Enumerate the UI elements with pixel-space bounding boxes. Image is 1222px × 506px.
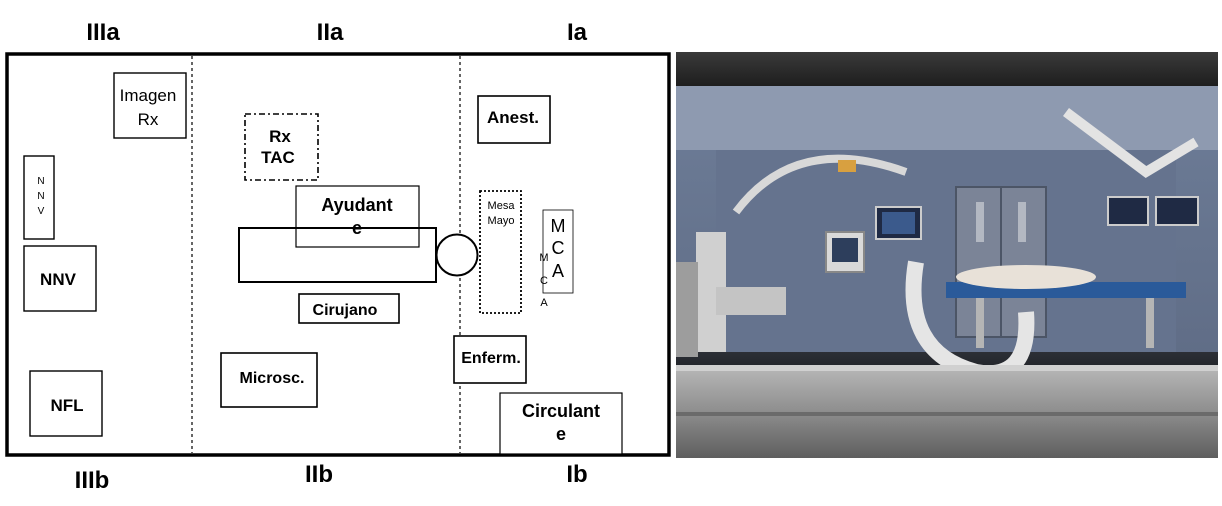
microscopio-box: Microsc. — [220, 352, 318, 408]
circulante-label-line1: Circulant — [522, 401, 600, 421]
room-outline — [5, 52, 671, 457]
operating-table — [238, 227, 437, 283]
zone-label-IIIb: IIIb — [75, 467, 110, 494]
enfermera-box: Enferm. — [453, 335, 527, 384]
mca-small-letter-3: A — [540, 297, 548, 309]
imagen-rx-box: Imagen Rx — [113, 72, 187, 139]
operating-room-layout-diagram: IIIa IIa Ia Imagen Rx N N V NNV NFL Rx T… — [5, 19, 671, 494]
ayudante-label-line2: e — [352, 218, 362, 238]
zone-label-IIa: IIa — [317, 19, 344, 46]
nfl-label: NFL — [50, 396, 83, 415]
nnv-vertical-letter-3: V — [38, 206, 45, 217]
rx-tac-box: Rx TAC — [244, 113, 319, 181]
zone-label-Ib: Ib — [566, 461, 587, 488]
nnv-vertical-letter-1: N — [37, 176, 44, 187]
imagen-rx-label-line1: Imagen — [120, 86, 177, 105]
nnv-label: NNV — [40, 270, 77, 289]
operating-room-photo — [676, 52, 1218, 458]
mca-box-letter-3: A — [552, 261, 564, 281]
mesa-mayo-box: Mesa Mayo — [479, 190, 522, 314]
circulante-box: Circulant e — [499, 392, 623, 455]
zone-label-IIIa: IIIa — [86, 19, 120, 46]
rx-tac-label-line2: TAC — [261, 148, 295, 167]
cirujano-box: Cirujano — [298, 293, 400, 324]
circulante-label-line2: e — [556, 424, 566, 444]
mca-box-letter-1: M — [551, 216, 566, 236]
nnv-vertical-letter-2: N — [37, 191, 44, 202]
nnv-vertical-box: N N V — [23, 155, 55, 240]
mca-small-letter-1: M — [539, 252, 548, 264]
mca-box-letter-2: C — [552, 238, 565, 258]
ayudante-box: Ayudant e — [295, 185, 420, 248]
zone-label-Ia: Ia — [567, 19, 588, 46]
anestesia-box: Anest. — [477, 95, 551, 144]
imagen-rx-label-line2: Rx — [138, 110, 159, 129]
ayudante-label-line1: Ayudant — [321, 195, 392, 215]
anestesia-label: Anest. — [487, 108, 539, 127]
enfermera-label: Enferm. — [461, 350, 521, 367]
mesa-mayo-label-line2: Mayo — [488, 215, 515, 227]
mca-small-letter-2: C — [540, 275, 548, 287]
rx-tac-label-line1: Rx — [269, 127, 291, 146]
nnv-box: NNV — [23, 245, 97, 312]
zone-label-IIb: IIb — [305, 461, 333, 488]
mca-small-label: M C A — [539, 252, 548, 309]
mesa-mayo-label-line1: Mesa — [488, 200, 516, 212]
microscopio-label: Microsc. — [240, 370, 305, 387]
cirujano-label: Cirujano — [313, 302, 378, 319]
nfl-box: NFL — [29, 370, 103, 437]
patient-head-circle — [435, 233, 479, 277]
mca-box: M C A — [542, 209, 574, 294]
